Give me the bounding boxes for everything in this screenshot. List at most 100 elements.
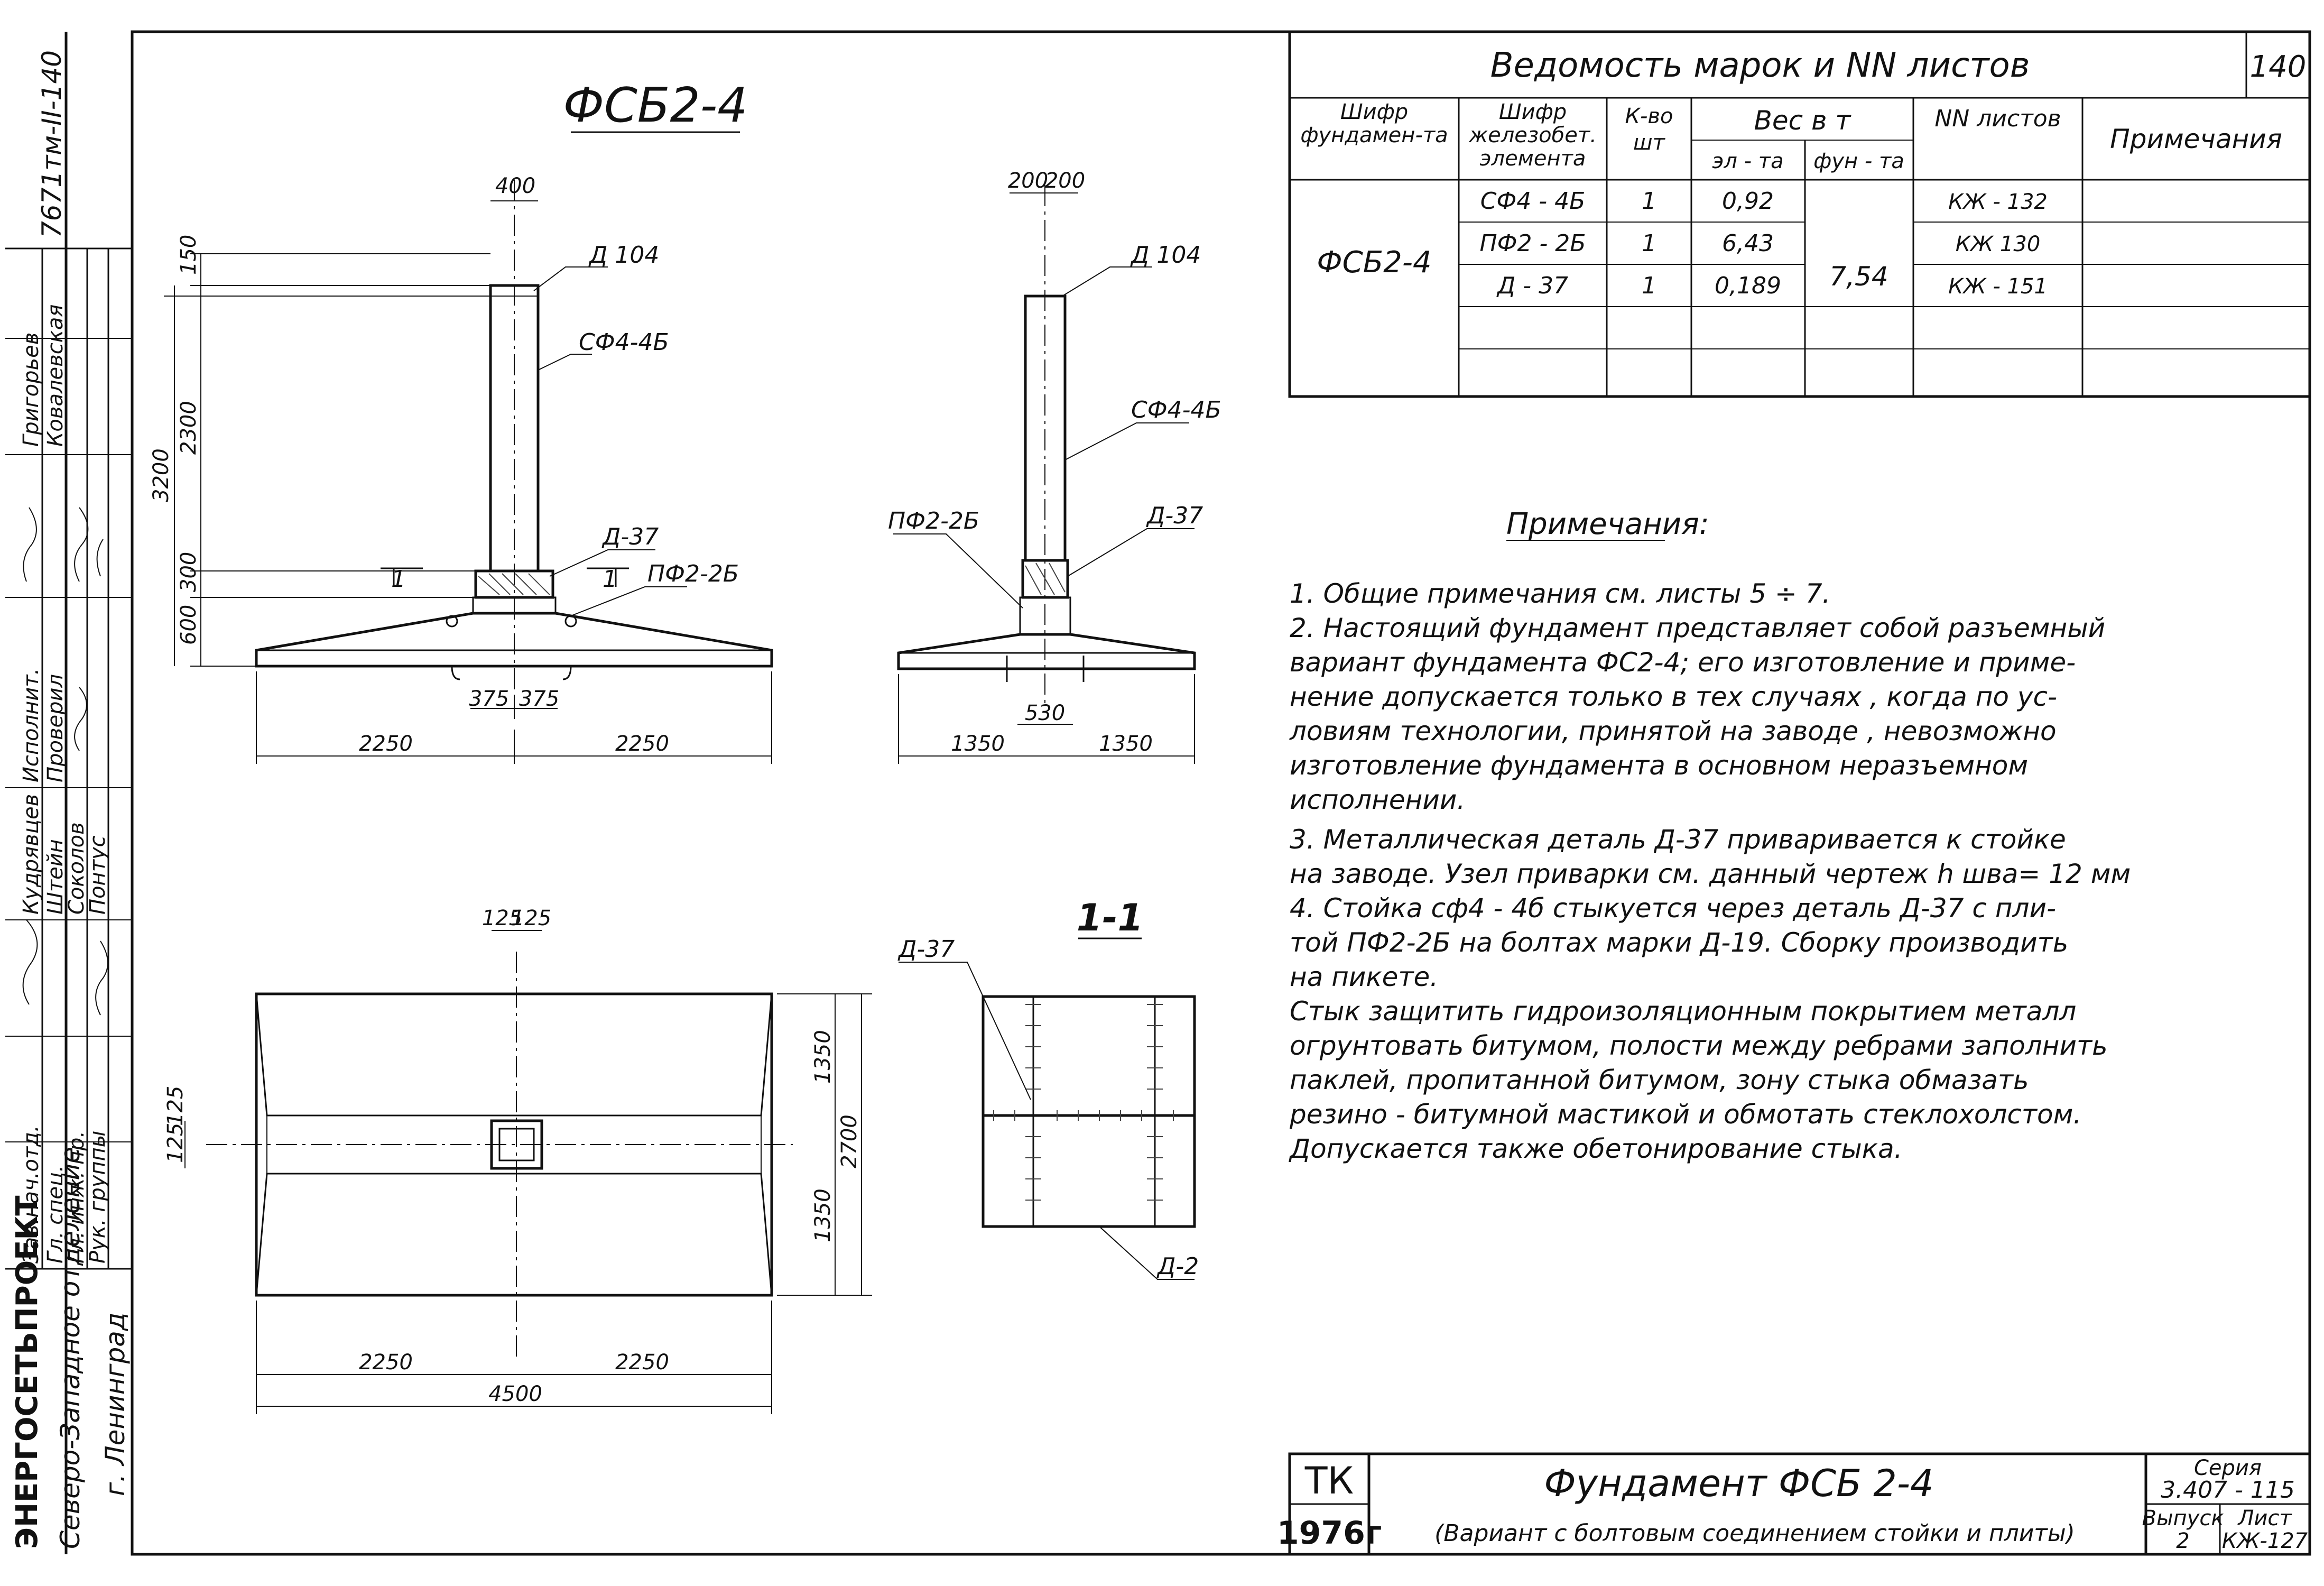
dim-label: 125 xyxy=(163,1123,188,1163)
section-title: 1-1 xyxy=(1077,896,1143,939)
dim-label: 400 xyxy=(495,174,535,198)
part-label: Д-37 xyxy=(601,523,659,550)
sheet-frame xyxy=(131,30,2311,1556)
note-line: ловиям технологии, принятой на заводе , … xyxy=(1289,716,2057,746)
dim-label: 125 xyxy=(163,1086,188,1126)
front-view: 400 150 2300 3200 300 600 375 375 2250 2… xyxy=(149,174,773,764)
header-sheets: NN листов xyxy=(1934,106,2061,132)
note-line: резино - битумной мастикой и обмотать ст… xyxy=(1289,1099,2081,1130)
part-label: СФ4-4Б xyxy=(1131,396,1221,423)
section-1-1: 1-1 Д-37 Д-2 xyxy=(897,896,1199,1280)
dim-label: 4500 xyxy=(488,1382,542,1406)
dim-label: 1350 xyxy=(811,1188,835,1242)
row-sheet: КЖ - 132 xyxy=(1948,190,2048,214)
note-line: паклей, пропитанной битумом, зону стыка … xyxy=(1290,1065,2029,1095)
dim-label: 300 xyxy=(177,552,201,592)
note-line: 2. Настоящий фундамент представляет собо… xyxy=(1290,613,2105,643)
row-element: СФ4 - 4Б xyxy=(1480,188,1586,215)
dim-label: 1350 xyxy=(951,732,1005,756)
foundation-code: ФСБ2-4 xyxy=(1317,245,1431,280)
part-label: Д 104 xyxy=(588,242,659,269)
header-qty: К-во шт xyxy=(1625,104,1673,155)
header-weight: Вес в т xyxy=(1754,105,1852,136)
section-outline xyxy=(982,995,1196,1228)
dim-label: 125 xyxy=(482,906,522,930)
dim-label: 200 xyxy=(1045,169,1085,193)
dim-label: 1350 xyxy=(1099,732,1153,756)
dim-label: 600 xyxy=(177,605,201,645)
side-stamp: 7671тм-II-140 Зав.нач.отд. Гл. спец. Гл.… xyxy=(5,32,132,1554)
note-line: 1. Общие примечания см. листы 5 ÷ 7. xyxy=(1290,578,1830,609)
schedule-title: Ведомость марок и NN листов xyxy=(1490,46,2030,85)
stamp-org: ЭНЕРГОСЕТЬПРОЕКТ xyxy=(10,1195,44,1549)
stamp-role: Зав.нач.отд. xyxy=(19,1125,43,1264)
part-label: СФ4-4Б xyxy=(579,329,669,356)
sheet-value: КЖ-127 xyxy=(2222,1529,2308,1553)
part-label: Д 104 xyxy=(1130,242,1201,269)
note-line: 3. Металлическая деталь Д-37 приваривает… xyxy=(1290,824,2066,855)
header-element: Шифр железобет. элемента xyxy=(1469,100,1597,171)
header-weight-foundation: фун - та xyxy=(1813,149,1904,173)
slab-pf2-2b xyxy=(897,633,1196,670)
note-line: той ПФ2-2Б на болтах марки Д-19. Сборку … xyxy=(1290,927,2068,958)
dim-label: 200 xyxy=(1008,169,1048,193)
stamp-name: Кудрявцев xyxy=(19,794,43,915)
row-qty: 1 xyxy=(1642,272,1656,299)
sheet-title: Фундамент ФСБ 2-4 xyxy=(1544,1462,1933,1505)
part-label: Д-37 xyxy=(1146,502,1203,529)
note-line: на пикете. xyxy=(1290,962,1438,992)
dim-label: 2250 xyxy=(359,732,413,756)
row-weight: 0,92 xyxy=(1722,188,1774,215)
section-marker: 1 xyxy=(603,566,617,593)
notes-title: Примечания: xyxy=(1506,507,1709,541)
dim-label: 2250 xyxy=(615,1350,669,1375)
stamp-name: Понтус xyxy=(86,835,110,915)
page-number: 140 xyxy=(2250,50,2307,84)
dim-label: 3200 xyxy=(149,448,173,502)
side-view: 200 200 530 1350 1350 Д 104 СФ4-4Б ПФ2-2… xyxy=(888,169,1221,764)
total-weight: 7,54 xyxy=(1829,261,1888,292)
sheet-subtitle: (Вариант с болтовым соединением стойки и… xyxy=(1434,1520,2075,1547)
dim-label: 2250 xyxy=(359,1350,413,1375)
note-line: 4. Стойка сф4 - 4б стыкуется через детал… xyxy=(1290,893,2056,924)
stamp-role: Гл. спец. xyxy=(43,1165,68,1264)
stamp-name: Григорьев xyxy=(19,333,43,447)
tk-label: ТК xyxy=(1304,1459,1354,1502)
note-line: Допускается также обетонирование стыка. xyxy=(1289,1133,1902,1164)
note-line: на заводе. Узел приварки см. данный черт… xyxy=(1290,859,2131,889)
notes-block: Примечания: 1. Общие примечания см. лист… xyxy=(1289,507,2131,1164)
row-element: ПФ2 - 2Б xyxy=(1480,230,1586,257)
title-block: ТК 1976г Фундамент ФСБ 2-4 (Вариант с бо… xyxy=(1277,1452,2311,1556)
dim-label: 530 xyxy=(1025,701,1065,725)
note-line: огрунтовать битумом, полости между ребра… xyxy=(1290,1030,2108,1061)
series-label: Серия xyxy=(2194,1456,2262,1480)
signature xyxy=(22,507,38,1005)
year-label: 1976г xyxy=(1277,1515,1382,1552)
schedule-table: Ведомость марок и NN листов 140 Шифр фун… xyxy=(1288,30,2311,398)
signature xyxy=(74,507,89,751)
dim-label: 2700 xyxy=(837,1114,862,1168)
note-line: исполнении. xyxy=(1290,785,1465,815)
row-sheet: КЖ 130 xyxy=(1956,232,2041,256)
dim-label: 150 xyxy=(177,235,201,275)
drawing-title: ФСБ2-4 xyxy=(563,78,747,133)
stamp-branch: Северо-Западное отделение xyxy=(55,1147,86,1549)
dim-label: 1350 xyxy=(811,1030,835,1084)
header-foundation: Шифр фундамен-та xyxy=(1300,100,1448,147)
header-weight-element: эл - та xyxy=(1712,149,1783,173)
row-weight: 0,189 xyxy=(1715,272,1781,299)
signature xyxy=(95,539,108,1016)
note-line: нение допускается только в тех случаях ,… xyxy=(1290,681,2057,712)
dim-label: 375 xyxy=(519,687,559,711)
stamp-role: Рук. группы xyxy=(86,1131,110,1264)
dim-label: 2300 xyxy=(177,401,201,455)
note-line: вариант фундамента ФС2-4; его изготовлен… xyxy=(1290,647,2076,678)
issue-value: 2 xyxy=(2176,1529,2189,1553)
part-label: Д-2 xyxy=(1156,1253,1199,1280)
stamp-doc-number: 7671тм-II-140 xyxy=(36,50,67,238)
row-element: Д - 37 xyxy=(1496,272,1568,299)
sheet-label: Лист xyxy=(2237,1506,2292,1530)
section-marker: 1 xyxy=(391,566,406,593)
stamp-role: Проверил xyxy=(43,674,68,782)
